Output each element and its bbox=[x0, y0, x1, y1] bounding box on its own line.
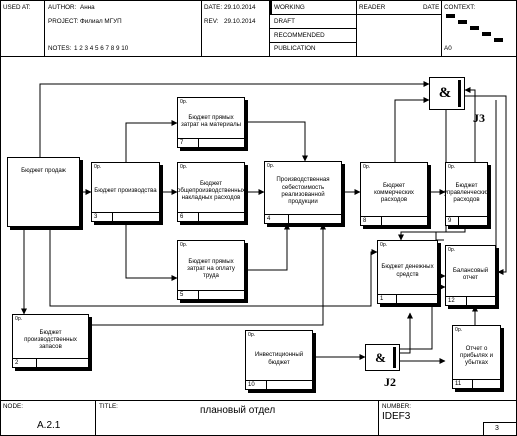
box-production-cost[interactable]: 0р. Производственная себестоимость реали… bbox=[264, 161, 342, 224]
box-number: 7 bbox=[180, 140, 184, 146]
box-cost: 0р. bbox=[363, 164, 371, 170]
box-number: 6 bbox=[180, 214, 184, 220]
box-cost: 0р. bbox=[180, 164, 188, 170]
box-number: 3 bbox=[94, 214, 98, 220]
box-commercial-budget[interactable]: 0р. Бюджет коммерческих расходов 8 bbox=[360, 162, 428, 226]
box-profit-loss-report[interactable]: 0р. Отчет о прибылях и убытках 11 bbox=[452, 325, 501, 389]
box-cost: 0р. bbox=[15, 316, 23, 322]
project-label: PROJECT: bbox=[48, 18, 79, 25]
box-label: Инвестиционный бюджет bbox=[254, 351, 304, 366]
arrow-sales-to-cash bbox=[49, 227, 378, 307]
arrow-commercial-to-j3 bbox=[394, 97, 430, 162]
arrow-labor-to-cost bbox=[245, 223, 290, 271]
junction-j2-label: J2 bbox=[384, 375, 396, 389]
box-number: 5 bbox=[180, 292, 184, 298]
arrow-production-to-labor bbox=[125, 222, 178, 281]
box-cash-budget[interactable]: 0р. Бюджет денежных средств 1 bbox=[377, 240, 438, 304]
arrow-sales-to-j3 bbox=[39, 81, 430, 158]
notes-value: 1 2 3 4 5 6 7 8 9 10 bbox=[74, 45, 129, 52]
box-cost: 0р. bbox=[448, 164, 456, 170]
status-draft: DRAFT bbox=[274, 18, 295, 25]
arrow-production-to-materials bbox=[125, 120, 178, 162]
arrow-management-to-j3 bbox=[464, 87, 476, 162]
author-value: Анна bbox=[80, 4, 95, 11]
box-label: Бюджет производства bbox=[94, 186, 157, 194]
box-label: Бюджет производственных запасов bbox=[24, 328, 77, 351]
arrow-management-to-cash bbox=[435, 226, 466, 241]
context-label: CONTEXT: bbox=[444, 4, 476, 11]
box-balance-sheet[interactable]: 0р. Балансовый отчет 12 bbox=[445, 245, 496, 306]
box-cost: 0р. bbox=[380, 242, 388, 248]
node-label: NODE: bbox=[3, 403, 23, 410]
author-label: AUTHOR: bbox=[48, 4, 77, 11]
box-investment-budget[interactable]: 0р. Инвестиционный бюджет 10 bbox=[245, 330, 313, 390]
title-value: плановый отдел bbox=[200, 405, 276, 416]
box-number: 1 bbox=[380, 296, 384, 302]
working-check-icon bbox=[269, 0, 272, 14]
box-production-budget[interactable]: 0р. Бюджет производства 3 bbox=[91, 162, 160, 222]
box-number: 9 bbox=[448, 218, 452, 224]
number-label: NUMBER: bbox=[382, 403, 412, 410]
box-label: Балансовый отчет bbox=[452, 266, 489, 281]
box-cost: 0р. bbox=[448, 247, 456, 253]
context-node: A0 bbox=[444, 45, 452, 52]
arrow-stock-to-cost bbox=[89, 223, 326, 326]
arrow-j3-right bbox=[465, 95, 507, 275]
node-value: A.2.1 bbox=[37, 420, 61, 431]
box-materials-budget[interactable]: 0р. Бюджет прямых затрат на материалы 7 bbox=[177, 97, 245, 148]
box-number: 11 bbox=[455, 381, 462, 387]
box-label: Бюджет прямых затрат на материалы bbox=[180, 113, 242, 128]
box-cost: 0р. bbox=[455, 327, 463, 333]
box-number: 12 bbox=[448, 298, 455, 304]
box-cost: 0р. bbox=[180, 99, 188, 105]
box-cost: 0р. bbox=[248, 332, 256, 338]
box-label: Бюджет управленческих расходов bbox=[443, 181, 490, 204]
box-overhead-budget[interactable]: 0р. Бюджет общепроизводственных накладны… bbox=[177, 162, 245, 222]
box-management-budget[interactable]: 0р. Бюджет управленческих расходов 9 bbox=[443, 162, 490, 226]
status-publication: PUBLICATION bbox=[274, 45, 316, 52]
box-number: 2 bbox=[15, 360, 19, 366]
status-working: WORKING bbox=[274, 4, 305, 11]
arrow-j2-to-cash bbox=[400, 312, 413, 354]
used-at-label: USED AT: bbox=[3, 4, 31, 11]
junction-j2[interactable]: & bbox=[365, 344, 400, 371]
arrow-j2-to-balance bbox=[400, 284, 446, 350]
date-value: 29.10.2014 bbox=[224, 4, 256, 11]
number-value: IDEF3 bbox=[382, 411, 411, 422]
title-label: TITLE: bbox=[99, 403, 118, 410]
box-stock-budget[interactable]: 0р. Бюджет производственных запасов 2 bbox=[12, 314, 89, 368]
junction-symbol: & bbox=[375, 349, 386, 365]
reader-label: READER bbox=[359, 4, 386, 11]
box-label: Бюджет продаж bbox=[21, 167, 66, 175]
box-label: Бюджет общепроизводственных накладных ра… bbox=[177, 179, 246, 202]
reader-date-label: DATE bbox=[423, 4, 440, 11]
box-number: 8 bbox=[363, 218, 367, 224]
box-labor-budget[interactable]: 0р. Бюджет прямых затрат на оплату труда… bbox=[177, 240, 245, 300]
project-value: Филиал МГУП bbox=[80, 18, 122, 25]
context-thumbnail bbox=[446, 14, 503, 42]
box-label: Бюджет коммерческих расходов bbox=[374, 181, 414, 204]
box-cost: 0р. bbox=[94, 164, 102, 170]
page-number: 3 bbox=[495, 425, 499, 432]
status-recommended: RECOMMENDED bbox=[274, 32, 325, 39]
box-label: Бюджет денежных средств bbox=[381, 263, 434, 278]
junction-j3-label: J3 bbox=[473, 111, 485, 125]
box-label: Отчет о прибылях и убытках bbox=[460, 344, 493, 367]
rev-value: 29.10.2014 bbox=[224, 18, 256, 25]
box-label: Производственная себестоимость реализова… bbox=[276, 176, 330, 206]
box-number: 4 bbox=[267, 216, 271, 222]
junction-symbol: & bbox=[438, 85, 452, 101]
box-label: Бюджет прямых затрат на оплату труда bbox=[187, 257, 235, 280]
box-cost: 0р. bbox=[267, 163, 275, 169]
box-number: 10 bbox=[248, 382, 255, 388]
rev-label: REV: bbox=[204, 18, 219, 25]
notes-label: NOTES: bbox=[48, 45, 72, 52]
date-label: DATE: bbox=[204, 4, 223, 11]
box-sales-budget[interactable]: Бюджет продаж bbox=[7, 157, 80, 227]
box-cost: 0р. bbox=[180, 242, 188, 248]
arrow-materials-to-cost bbox=[245, 121, 308, 162]
junction-j3[interactable]: & bbox=[429, 77, 465, 110]
